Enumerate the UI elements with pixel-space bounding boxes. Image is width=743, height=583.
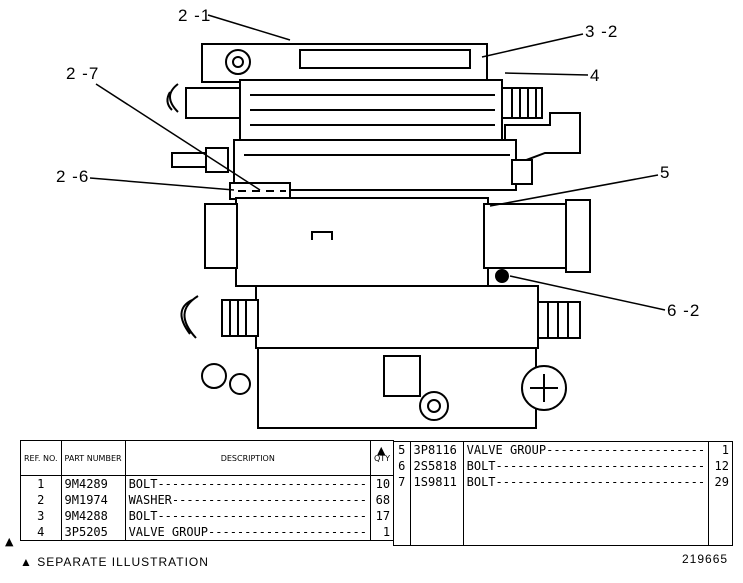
description: VALVE GROUP----------------------	[125, 524, 371, 541]
quantity: 1	[721, 443, 729, 457]
ref-no: 4	[20, 524, 62, 541]
ref-no: 5	[393, 441, 411, 458]
table-row: 4 3P5205 VALVE GROUP--------------------…	[20, 524, 394, 541]
part-number: 2S5818	[410, 458, 464, 474]
part-number: 9M4289	[61, 475, 126, 492]
table-row: 2 9M1974 WASHER-------------------------…	[20, 492, 394, 508]
part-number: 9M1974	[61, 492, 126, 508]
description: VALVE GROUP----------------------	[463, 441, 710, 458]
callout-3-2: 3 -2	[585, 22, 619, 41]
callout-2-6: 2 -6	[56, 167, 90, 186]
ref-no: 3	[20, 508, 62, 524]
quantity: 29	[714, 475, 729, 489]
table-header-row: REF. NO. PART NUMBER DESCRIPTION QTY	[20, 440, 394, 476]
description: BOLT-----------------------------	[125, 508, 371, 524]
table-row: 3 9M4288 BOLT---------------------------…	[20, 508, 394, 524]
table-row: 6 2S5818 BOLT---------------------------…	[393, 458, 733, 474]
separate-illustration-marker: ▲	[377, 444, 386, 457]
quantity: 12	[714, 459, 729, 473]
ref-no-header: REF. NO.	[20, 440, 62, 476]
parts-table-left: REF. NO. PART NUMBER DESCRIPTION QTY 1 9…	[20, 440, 395, 541]
ref-no: 2	[20, 492, 62, 508]
callout-2-1: 2 -1	[178, 6, 212, 25]
part-number-header: PART NUMBER	[61, 440, 126, 476]
quantity: 17	[375, 509, 391, 523]
ref-no: 6	[393, 458, 411, 474]
ref-no: 1	[20, 475, 62, 492]
separate-illustration-marker: ▲	[5, 535, 14, 548]
qty-header: QTY	[370, 440, 394, 476]
part-number: 9M4288	[61, 508, 126, 524]
description: BOLT-----------------------------	[463, 474, 710, 490]
callout-5: 5	[660, 163, 671, 182]
description-header: DESCRIPTION	[125, 440, 371, 476]
table-row-empty	[393, 490, 733, 546]
callout-2-7: 2 -7	[66, 64, 100, 83]
callout-4: 4	[590, 66, 601, 85]
footnote: ▲ SEPARATE ILLUSTRATION	[20, 555, 209, 569]
part-number: 3P5205	[61, 524, 126, 541]
table-row: 5 3P8116 VALVE GROUP--------------------…	[393, 441, 733, 458]
illustration-number: 219665	[682, 552, 729, 566]
description: BOLT-----------------------------	[463, 458, 710, 474]
description: BOLT-----------------------------	[125, 475, 371, 492]
quantity: 1	[382, 525, 391, 539]
parts-table-right: 5 3P8116 VALVE GROUP--------------------…	[393, 441, 733, 546]
description: WASHER---------------------------	[125, 492, 371, 508]
part-number: 1S9811	[410, 474, 464, 490]
callout-6-2: 6 -2	[667, 301, 701, 320]
quantity: 10	[375, 477, 391, 491]
table-row: 7 1S9811 BOLT---------------------------…	[393, 474, 733, 490]
quantity: 68	[375, 493, 391, 507]
table-row: 1 9M4289 BOLT---------------------------…	[20, 475, 394, 492]
ref-no: 7	[393, 474, 411, 490]
valve-assembly-illustration	[89, 14, 666, 429]
part-number: 3P8116	[410, 441, 464, 458]
